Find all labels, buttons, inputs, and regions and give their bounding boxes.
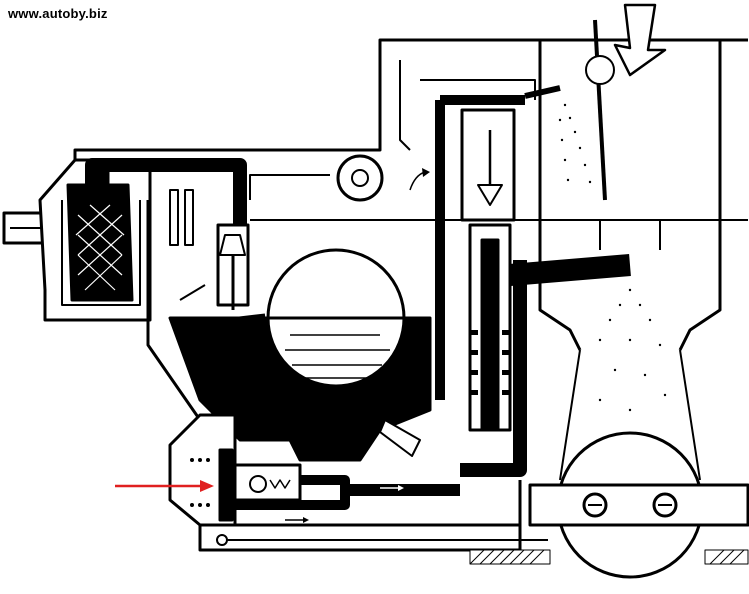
check-valve — [379, 419, 421, 457]
float-ball — [266, 248, 406, 388]
flow-arrows — [285, 168, 430, 523]
main-jet-well — [460, 108, 516, 432]
red-pointer-arrow-icon — [115, 480, 214, 492]
flow-arrow-icon — [374, 399, 391, 413]
air-intake-arrow-icon — [613, 3, 667, 77]
choke-plate — [585, 3, 667, 201]
throttle-assembly — [528, 431, 749, 579]
venturi — [538, 40, 722, 481]
watermark-text: www.autoby.biz — [8, 6, 108, 21]
needle-valve — [169, 189, 250, 310]
accelerator-pump — [168, 413, 548, 546]
air-down-arrow-icon — [477, 184, 503, 206]
idle-nozzle — [524, 85, 561, 99]
fuel-passage-right — [435, 95, 631, 477]
fuel-filter-element — [66, 163, 134, 302]
fuel-spray — [558, 103, 667, 412]
fuel-passage-top — [85, 158, 247, 230]
base-gasket — [469, 549, 749, 565]
float-pivot-boss — [336, 154, 384, 202]
